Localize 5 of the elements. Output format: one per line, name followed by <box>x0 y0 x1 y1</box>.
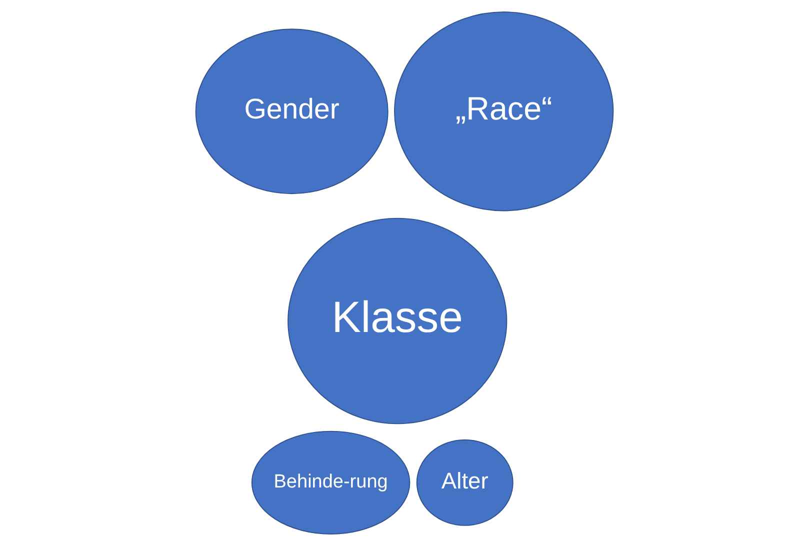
node-ellipse: Gender <box>195 28 388 194</box>
node-circle: Klasse <box>288 218 508 424</box>
node-ellipse: Behinde-rung <box>251 430 410 534</box>
node-circle: „Race“ <box>394 12 614 212</box>
node-ellipse: Alter <box>416 439 514 526</box>
